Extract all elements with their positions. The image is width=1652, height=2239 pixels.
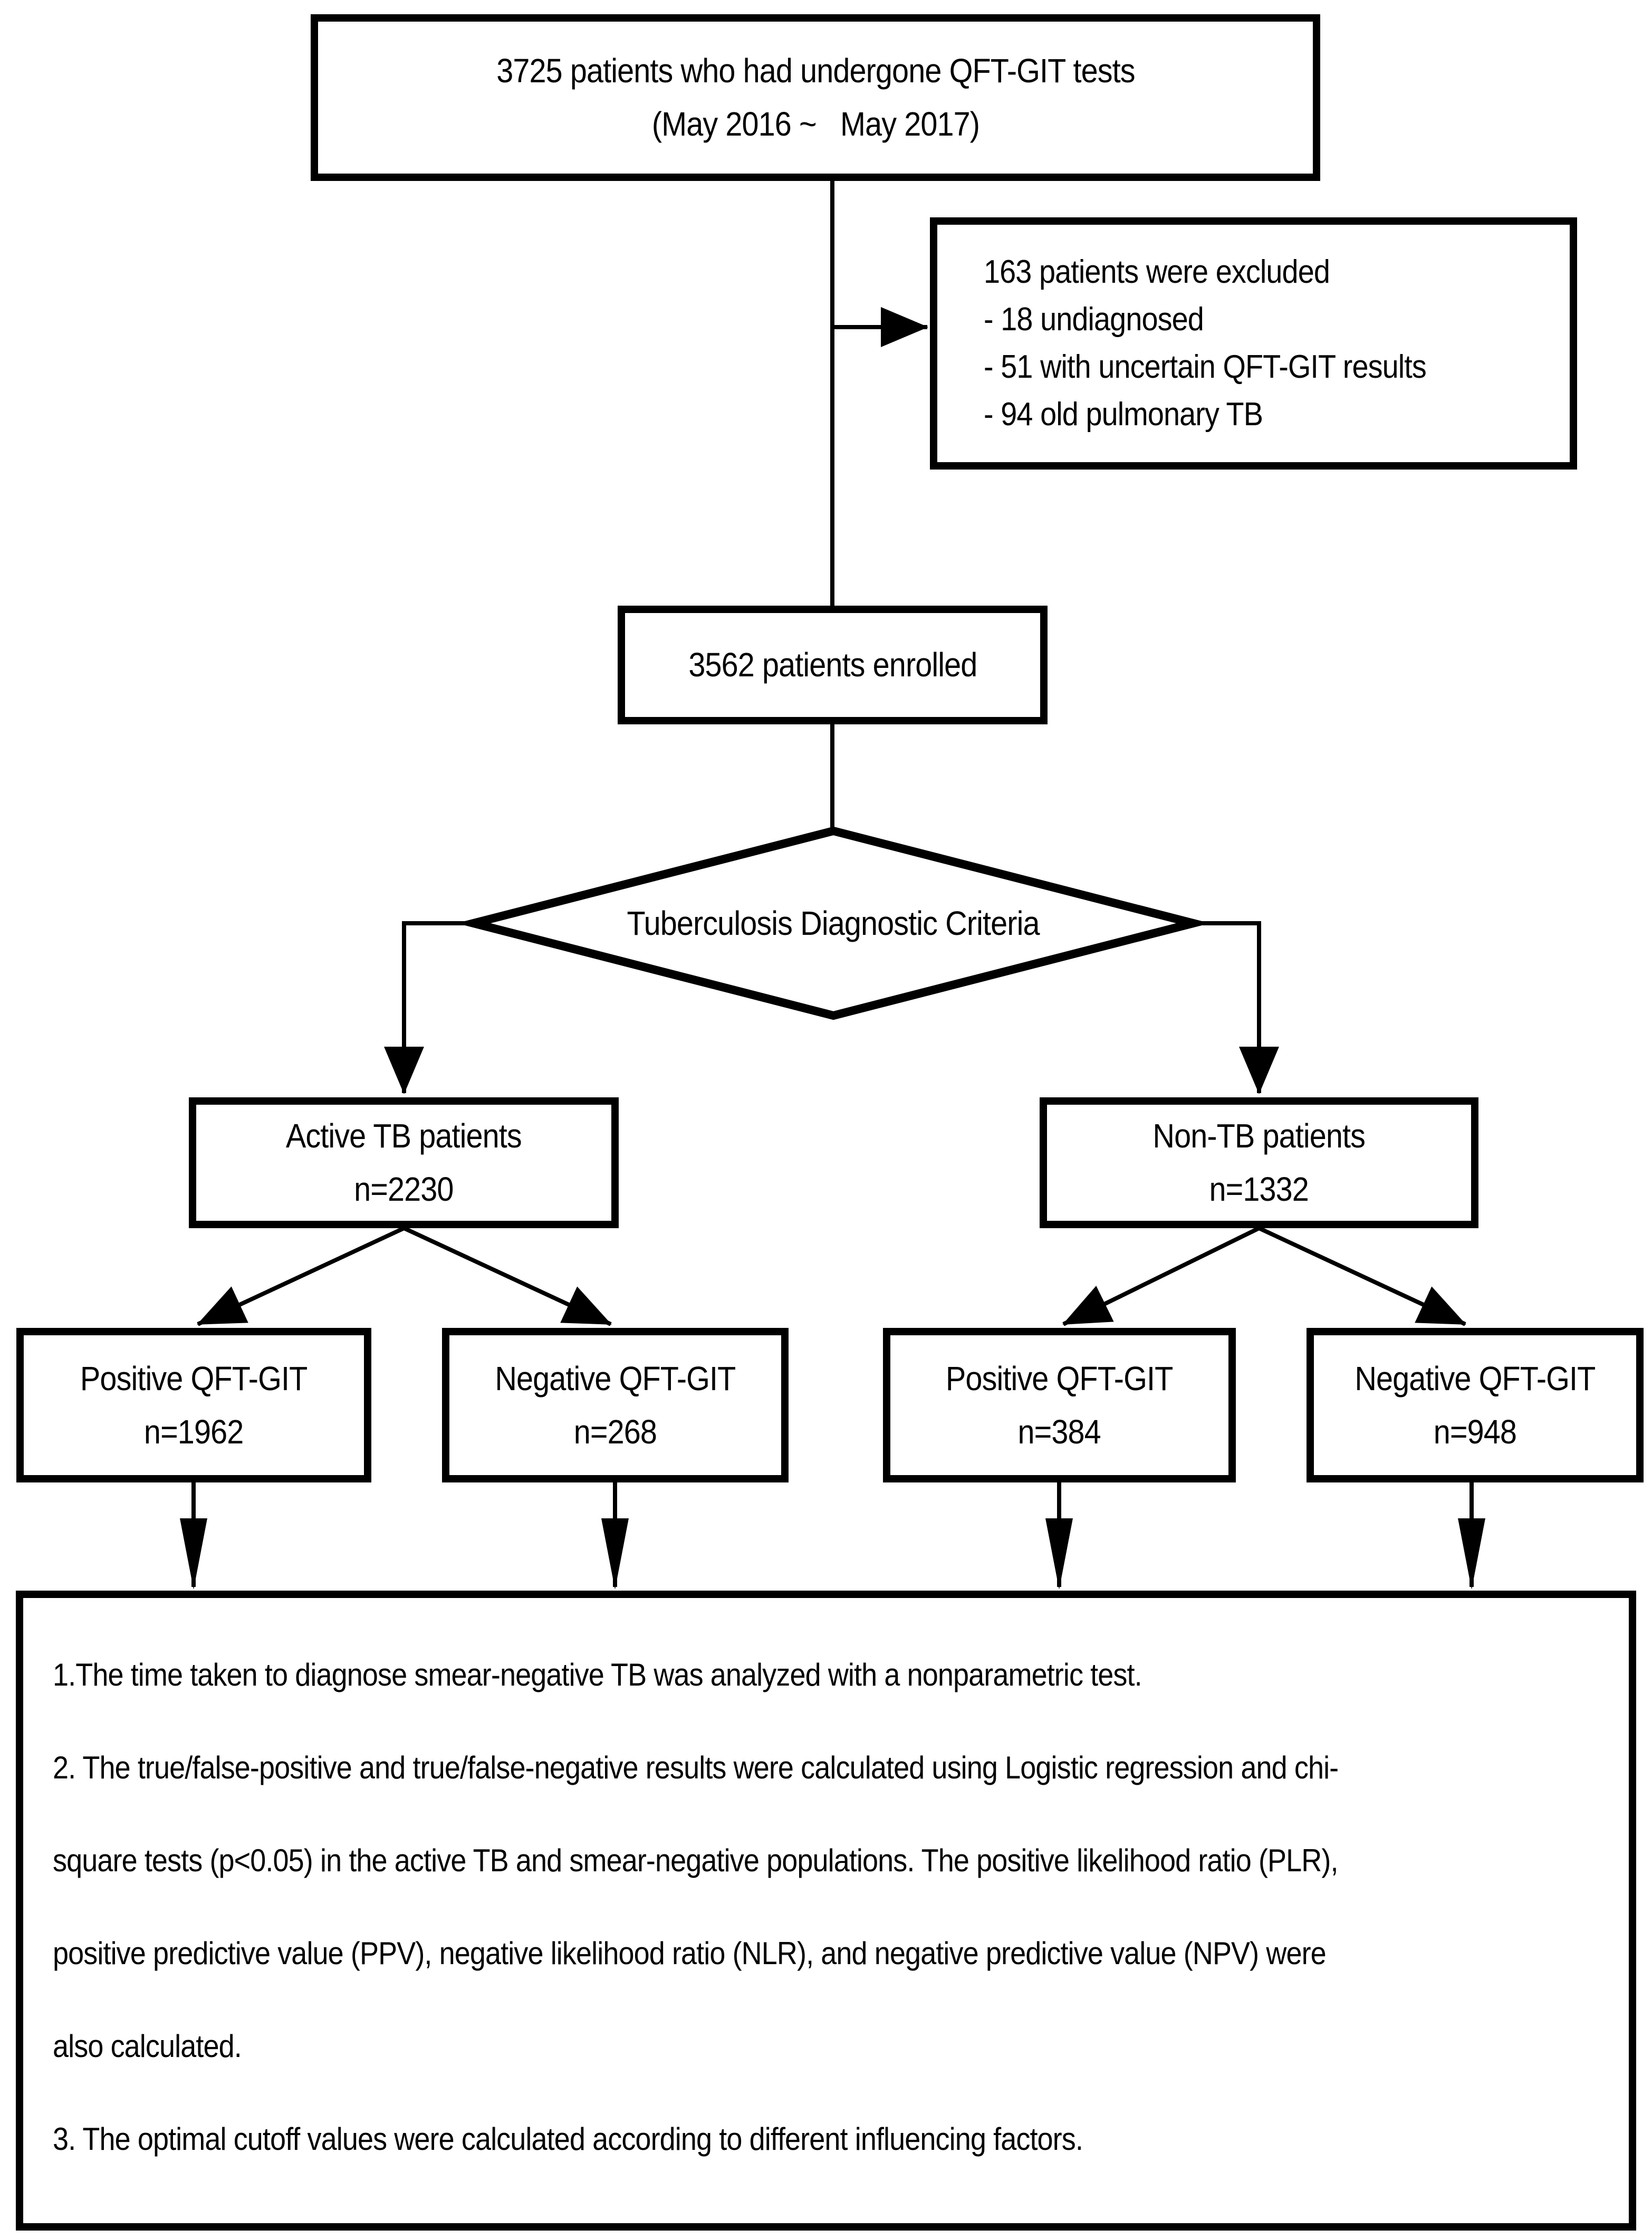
elbow-arrow-active-tb: [384, 921, 474, 1094]
elbow-arrow-non-tb: [1193, 921, 1279, 1094]
source-population-box: 3725 patients who had undergone QFT-GIT …: [311, 14, 1320, 181]
decision-diamond-label: Tuberculosis Diagnostic Criteria: [543, 894, 1123, 952]
qft-active-negative-label: Negative QFT-GIT: [495, 1359, 736, 1398]
source-population-line2: (May 2016 ~ May 2017): [651, 105, 979, 143]
diagonal-arrow-active-negative: [403, 1226, 612, 1326]
qft-box-nontb-positive: Positive QFT-GIT n=384: [883, 1328, 1236, 1482]
qft-active-positive-count: n=1962: [144, 1412, 244, 1451]
qft-box-nontb-negative: Negative QFT-GIT n=948: [1307, 1328, 1644, 1482]
exclusion-title: 163 patients were excluded: [984, 254, 1330, 290]
analysis-notes-box: 1.The time taken to diagnose smear-negat…: [16, 1591, 1636, 2231]
exclusion-item: - 18 undiagnosed: [984, 301, 1204, 338]
exclusion-item: - 51 with uncertain QFT-GIT results: [984, 349, 1427, 385]
note-line-4: positive predictive value (PPV), negativ…: [53, 1936, 1327, 1971]
qft-active-positive-label: Positive QFT-GIT: [80, 1359, 308, 1398]
source-population-line1: 3725 patients who had undergone QFT-GIT …: [496, 52, 1135, 90]
active-tb-line1: Active TB patients: [286, 1117, 522, 1155]
active-tb-box: Active TB patients n=2230: [189, 1097, 619, 1228]
exclusion-item: - 94 old pulmonary TB: [984, 396, 1263, 433]
qft-active-negative-count: n=268: [573, 1412, 657, 1451]
qft-nontb-negative-count: n=948: [1433, 1412, 1517, 1451]
diagonal-arrow-nontb-positive: [1062, 1226, 1260, 1326]
non-tb-count: n=1332: [1209, 1170, 1309, 1208]
enrolled-box: 3562 patients enrolled: [618, 606, 1048, 724]
active-tb-count: n=2230: [354, 1170, 454, 1208]
note-line-2: 2. The true/false-positive and true/fals…: [53, 1750, 1339, 1785]
diagonal-arrow-nontb-negative: [1258, 1226, 1466, 1326]
decision-diamond-shape: [456, 826, 1211, 1020]
qft-nontb-negative-label: Negative QFT-GIT: [1355, 1359, 1596, 1398]
qft-box-active-negative: Negative QFT-GIT n=268: [442, 1328, 789, 1482]
qft-nontb-positive-count: n=384: [1017, 1412, 1101, 1451]
qft-box-active-positive: Positive QFT-GIT n=1962: [16, 1328, 371, 1482]
note-line-1: 1.The time taken to diagnose smear-negat…: [53, 1657, 1142, 1692]
enrolled-label: 3562 patients enrolled: [688, 646, 977, 684]
non-tb-box: Non-TB patients n=1332: [1040, 1097, 1478, 1228]
diagonal-arrow-active-positive: [197, 1226, 405, 1326]
note-line-5: also calculated.: [53, 2029, 242, 2064]
note-line-3: square tests (p<0.05) in the active TB a…: [53, 1843, 1338, 1878]
exclusion-box: 163 patients were excluded - 18 undiagno…: [930, 217, 1577, 470]
qft-nontb-positive-label: Positive QFT-GIT: [946, 1359, 1173, 1398]
non-tb-line1: Non-TB patients: [1152, 1117, 1366, 1155]
decision-label-text: Tuberculosis Diagnostic Criteria: [627, 904, 1040, 942]
note-line-6: 3. The optimal cutoff values were calcul…: [53, 2121, 1083, 2157]
